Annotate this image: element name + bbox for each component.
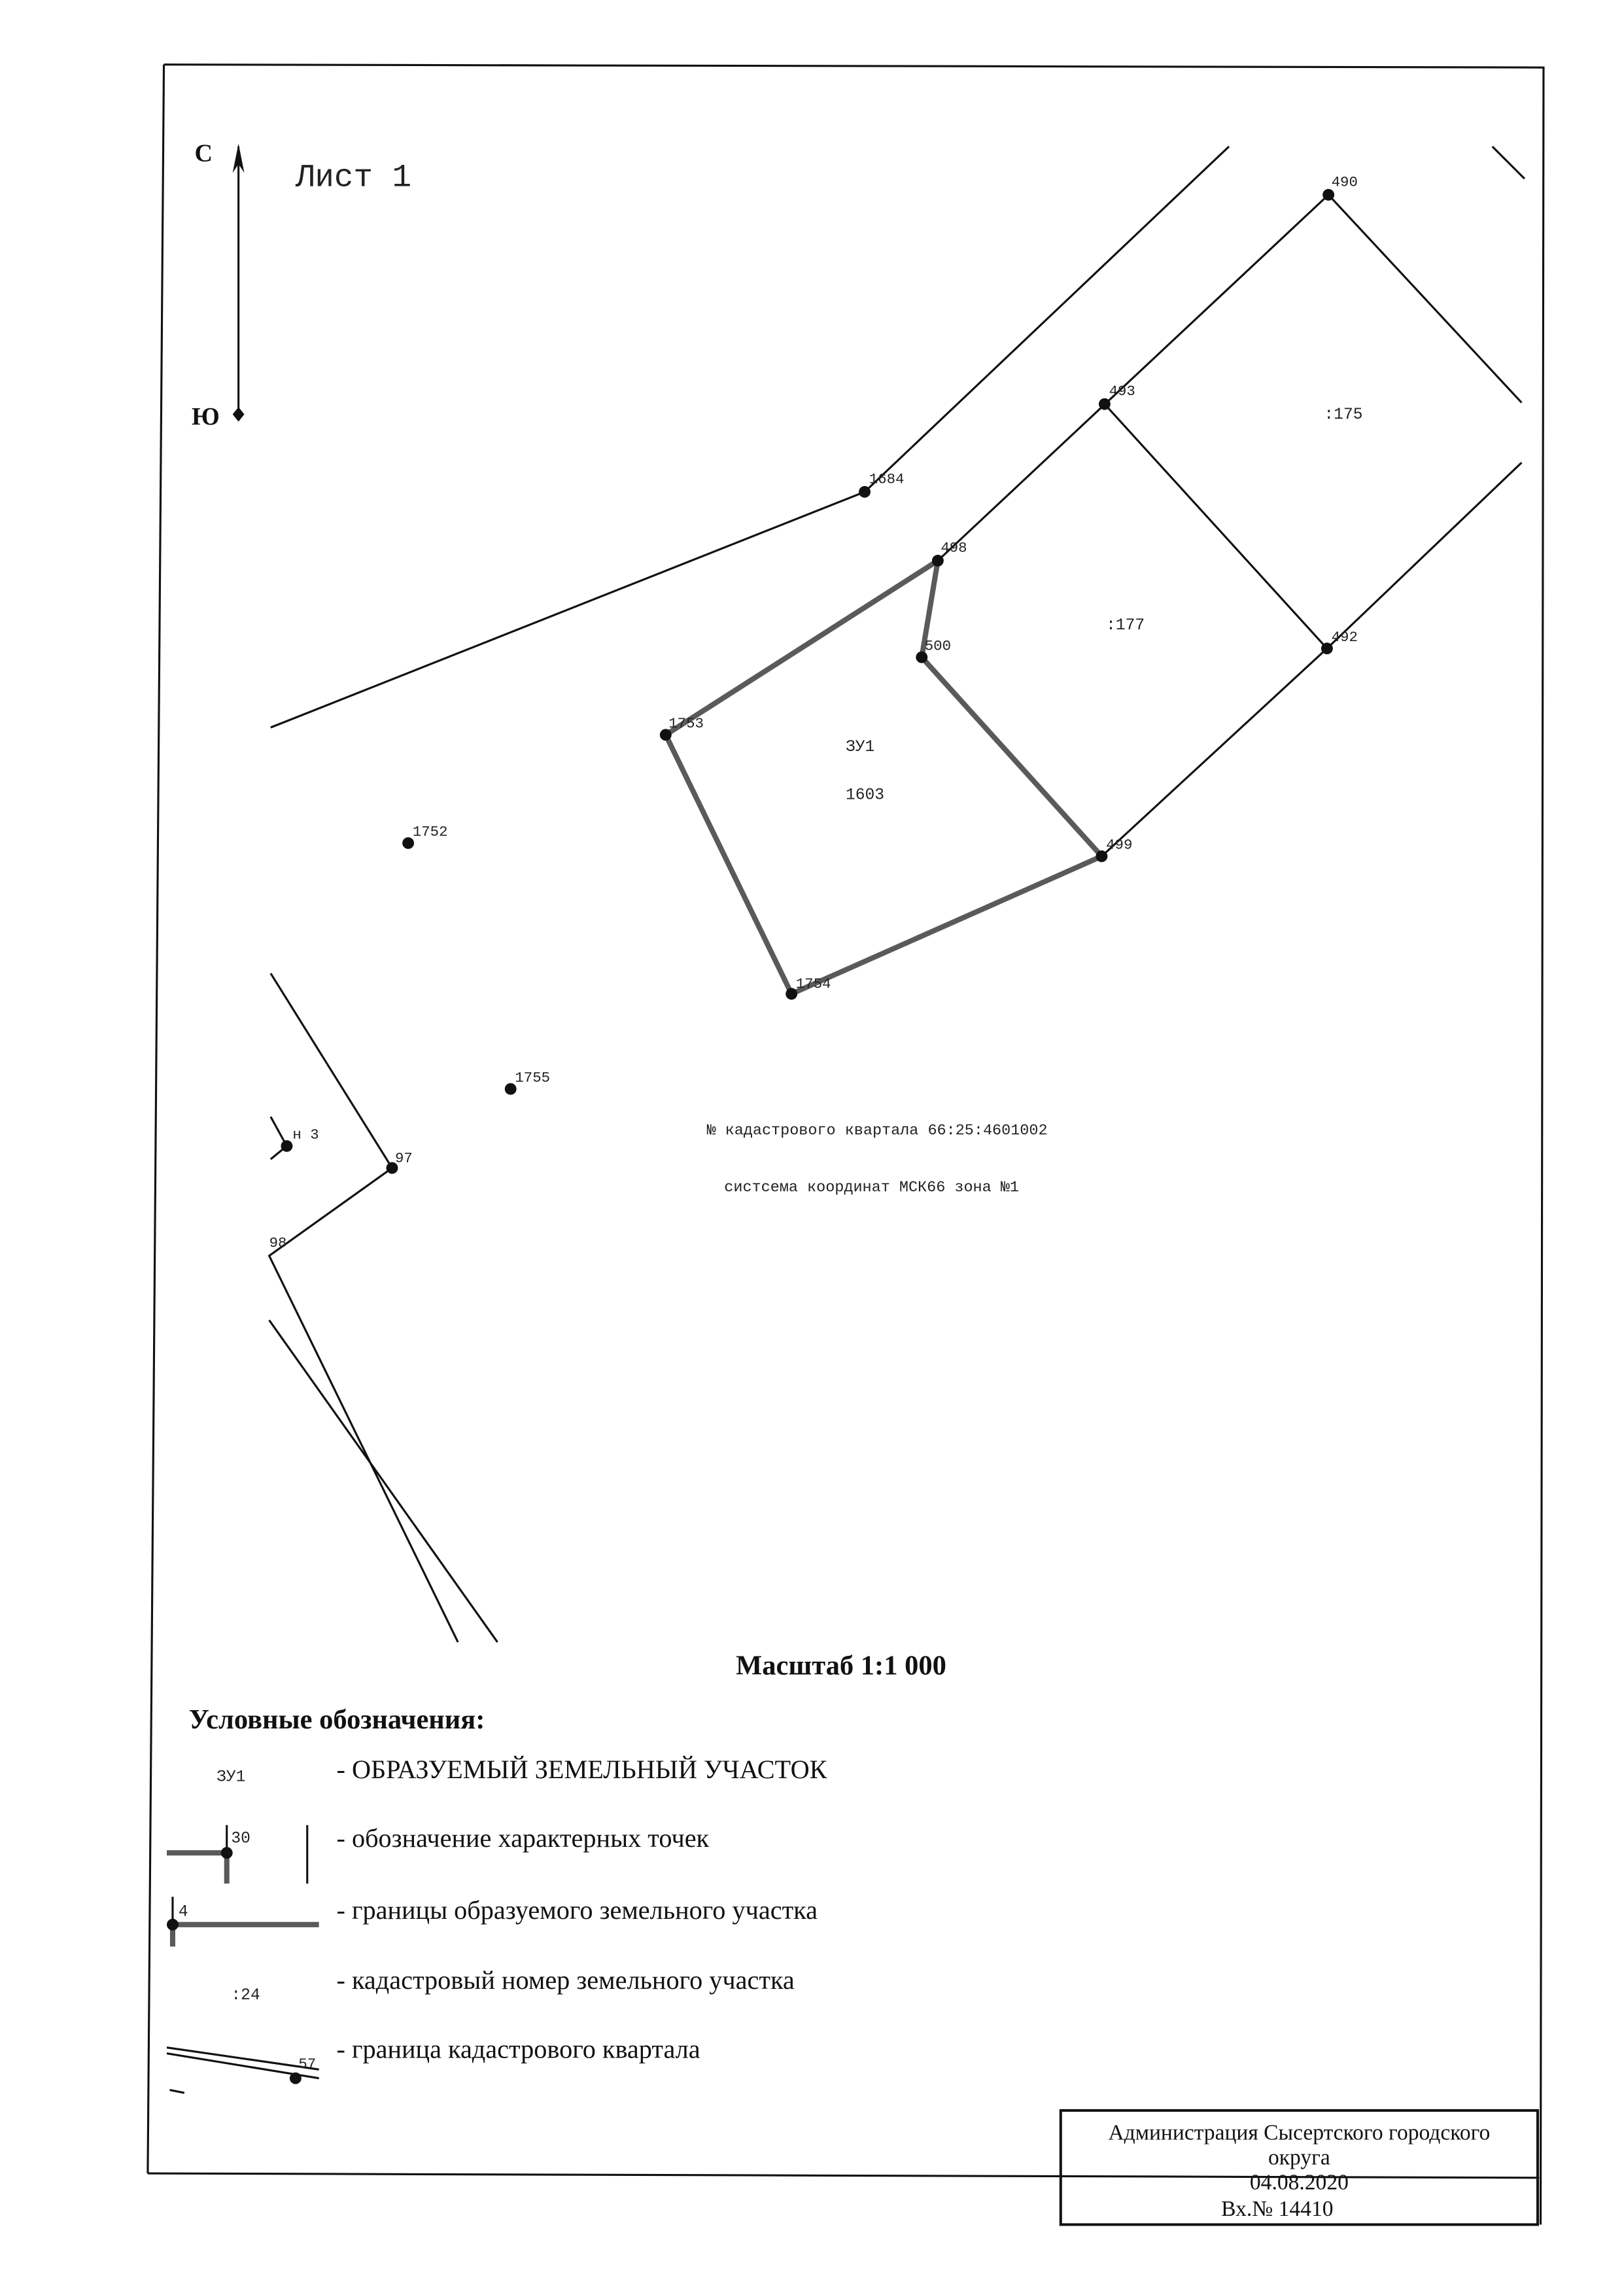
point-label: 1755 xyxy=(515,1069,550,1086)
stamp-organization-cont: округа xyxy=(1268,2146,1330,2170)
legend-sample-point-icon xyxy=(167,1825,309,1884)
characteristic-points xyxy=(281,188,1335,1174)
stamp-organization: Администрация Сысертского городского xyxy=(1108,2121,1490,2145)
sheet-frame-bottom xyxy=(147,2172,1540,2179)
legend-sample-boundary-icon xyxy=(167,1897,319,1947)
point-label: 500 xyxy=(925,637,951,654)
sheet-frame-left xyxy=(147,64,165,2174)
legend-item-text: - ОБРАЗУЕМЫЙ ЗЕМЕЛЬНЫЙ УЧАСТОК xyxy=(336,1755,827,1784)
quarter-number-note: № кадастрового квартала 66:25:4601002 xyxy=(706,1122,1047,1140)
point-label: н 3 xyxy=(292,1127,319,1144)
scale-label: Масштаб 1:1 000 xyxy=(736,1650,946,1681)
legend-sample-label: 4 xyxy=(179,1903,188,1921)
point-label: 1754 xyxy=(796,975,831,992)
legend-item-text: - границы образуемого земельного участка xyxy=(336,1895,818,1925)
point-label: 1753 xyxy=(668,715,704,732)
south-label: Ю xyxy=(192,403,220,430)
legend-item-text: - граница кадастрового квартала xyxy=(336,2034,700,2063)
formed-parcel-label: ЗУ1 xyxy=(846,739,874,756)
legend-title: Условные обозначения: xyxy=(189,1704,485,1735)
formed-parcel-area: 1603 xyxy=(846,787,884,805)
sheet-frame xyxy=(164,63,1545,2225)
sheet-title: Лист 1 xyxy=(295,159,411,196)
point-label: 492 xyxy=(1332,629,1358,646)
legend-sample-label: 57 xyxy=(298,2056,316,2073)
point-label: 490 xyxy=(1332,173,1358,190)
point-label: 498 xyxy=(941,540,967,557)
cadastral-boundaries xyxy=(268,145,1525,1643)
legend: ЗУ1 - ОБРАЗУЕМЫЙ ЗЕМЕЛЬНЫЙ УЧАСТОК 30 - … xyxy=(166,1755,827,2094)
legend-item-text: - обозначение характерных точек xyxy=(336,1823,709,1853)
north-arrow-icon xyxy=(232,143,245,422)
parcel-number-label: :177 xyxy=(1106,617,1145,635)
point-label: 1752 xyxy=(413,824,448,841)
legend-sample-zu: ЗУ1 xyxy=(216,1769,245,1787)
point-label: 493 xyxy=(1109,383,1135,400)
north-label: С xyxy=(195,139,213,167)
legend-sample-cadnum: :24 xyxy=(231,1987,260,2005)
parcel-number-label: :175 xyxy=(1324,406,1362,424)
point-label: 499 xyxy=(1106,837,1132,854)
stamp-date: 04.08.2020 xyxy=(1250,2171,1349,2195)
point-label: 98 xyxy=(269,1235,287,1252)
formed-parcel-boundary xyxy=(662,555,1107,998)
legend-item-text: - кадастровый номер земельного участка xyxy=(336,1965,794,1995)
stamp-number: Вх.№ 14410 xyxy=(1221,2197,1333,2221)
registration-stamp: Администрация Сысертского городского окр… xyxy=(1059,2109,1540,2226)
legend-sample-label: 30 xyxy=(231,1831,251,1848)
coordinate-system-note: систсема координат МСК66 зона №1 xyxy=(724,1179,1019,1197)
legend-sample-quarter-icon xyxy=(166,2046,319,2094)
point-label: 1684 xyxy=(869,470,905,487)
point-label: 97 xyxy=(395,1149,413,1166)
